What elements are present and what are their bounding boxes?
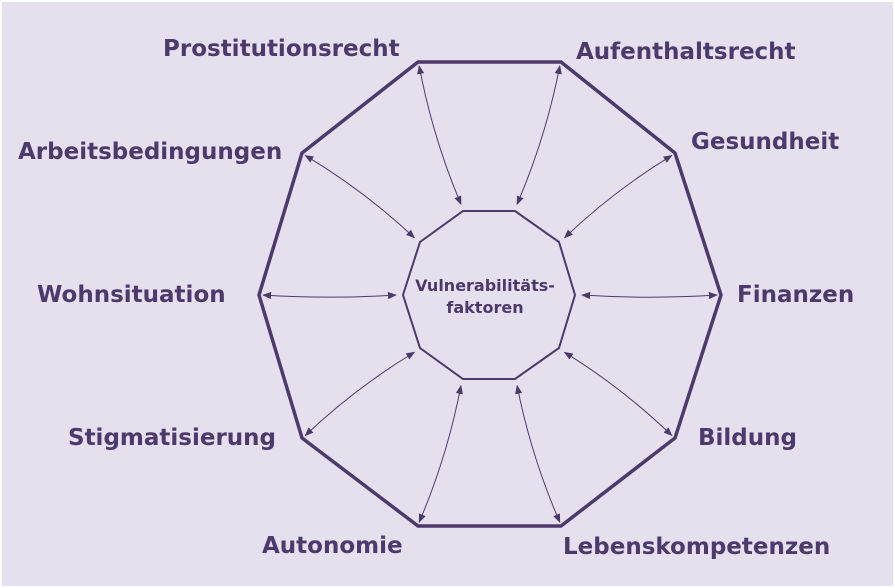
- factor-arbeitsbedingungen: Arbeitsbedingungen: [18, 139, 283, 165]
- factor-stigmatisierung: Stigmatisierung: [68, 425, 276, 451]
- center-label: Vulnerabilitäts- faktoren: [390, 275, 580, 319]
- factor-lebenskompetenzen: Lebenskompetenzen: [563, 534, 831, 560]
- connector-arrow: [417, 64, 462, 206]
- factor-bildung: Bildung: [698, 425, 797, 451]
- factor-gesundheit: Gesundheit: [691, 129, 840, 155]
- connector-arrow: [563, 154, 673, 239]
- center-label-line2: faktoren: [446, 298, 524, 317]
- center-label-line1: Vulnerabilitäts-: [415, 276, 555, 295]
- inner-decagon: [401, 210, 577, 380]
- connector-arrow: [304, 154, 416, 239]
- connector-arrow: [262, 291, 397, 300]
- connector-arrow: [418, 384, 463, 524]
- connector-arrow: [516, 64, 562, 206]
- connector-arrow: [581, 291, 718, 300]
- factor-wohnsituation: Wohnsituation: [37, 282, 226, 308]
- outer-decagon: [257, 60, 723, 528]
- factor-prostitutionsrecht: Prostitutionsrecht: [163, 36, 400, 62]
- connector-arrow: [563, 351, 673, 437]
- factor-finanzen: Finanzen: [737, 282, 855, 308]
- connector-arrow: [304, 351, 416, 437]
- factor-autonomie: Autonomie: [262, 533, 403, 559]
- connector-arrow: [515, 384, 561, 524]
- factor-aufenthaltsrecht: Aufenthaltsrecht: [576, 39, 796, 65]
- connector-arrows: [262, 64, 718, 524]
